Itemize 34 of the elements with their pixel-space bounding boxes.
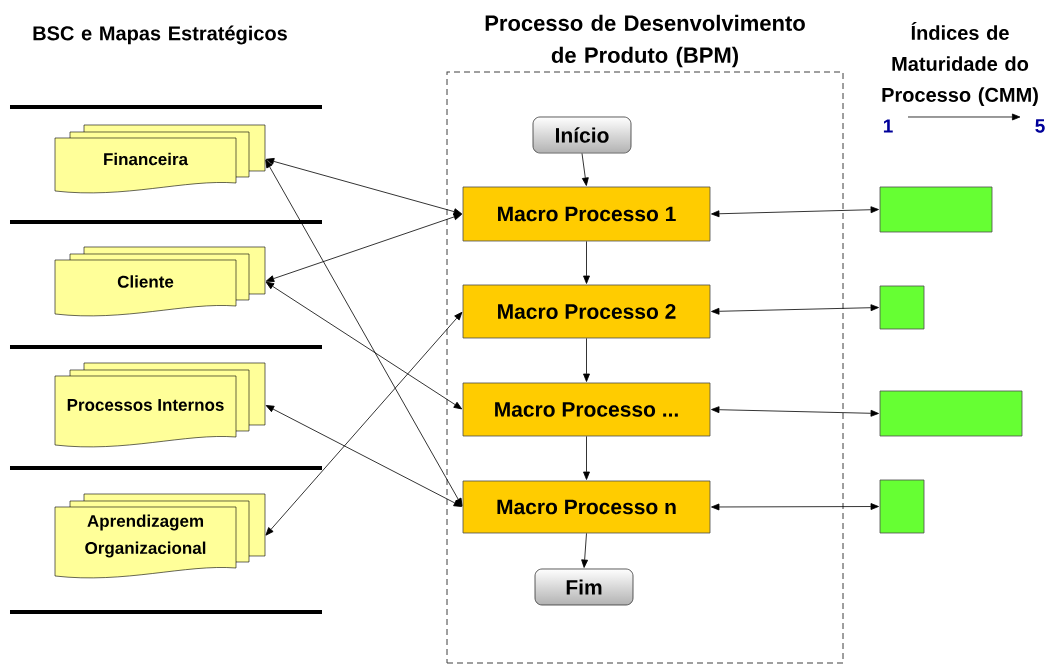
scale-number: 5	[1035, 119, 1045, 133]
arrow	[265, 281, 463, 410]
process-box: Macro Processo n	[462, 480, 711, 534]
maturity-bar	[879, 285, 925, 330]
arrow	[583, 338, 590, 382]
arrow	[711, 503, 879, 511]
arrow	[711, 304, 879, 315]
process-box: Macro Processo 2	[462, 284, 711, 339]
arrow	[711, 206, 879, 218]
arrow	[711, 406, 879, 417]
column-heading: BSC e Mapas Estratégicos	[33, 25, 287, 45]
arrow	[265, 159, 463, 507]
document-stack: Processos Internos	[54, 362, 266, 448]
scale-number: 1	[883, 119, 893, 133]
arrow	[581, 153, 589, 186]
arrow	[265, 311, 463, 536]
arrow	[583, 241, 590, 284]
terminal-box: Fim	[534, 568, 634, 606]
maturity-bar	[879, 390, 1023, 437]
column-heading: Índices de Maturidade do Processo (CMM)	[882, 22, 1038, 106]
process-box: Macro Processo ...	[462, 382, 711, 437]
arrow	[583, 436, 590, 480]
maturity-bar	[879, 186, 993, 233]
arrow	[265, 405, 463, 507]
node-label: Processo de Desenvolvimento de Produto (BPM)	[485, 14, 805, 68]
document-stack: Financeira	[54, 124, 266, 194]
process-box: Macro Processo 1	[462, 186, 711, 242]
maturity-bar	[879, 479, 925, 534]
arrow	[581, 533, 588, 568]
document-stack: Cliente	[54, 246, 266, 317]
arrow	[265, 158, 462, 215]
terminal-box: Início	[532, 116, 632, 154]
document-stack: Aprendizagem Organizacional	[54, 493, 266, 579]
arrow	[265, 213, 462, 282]
